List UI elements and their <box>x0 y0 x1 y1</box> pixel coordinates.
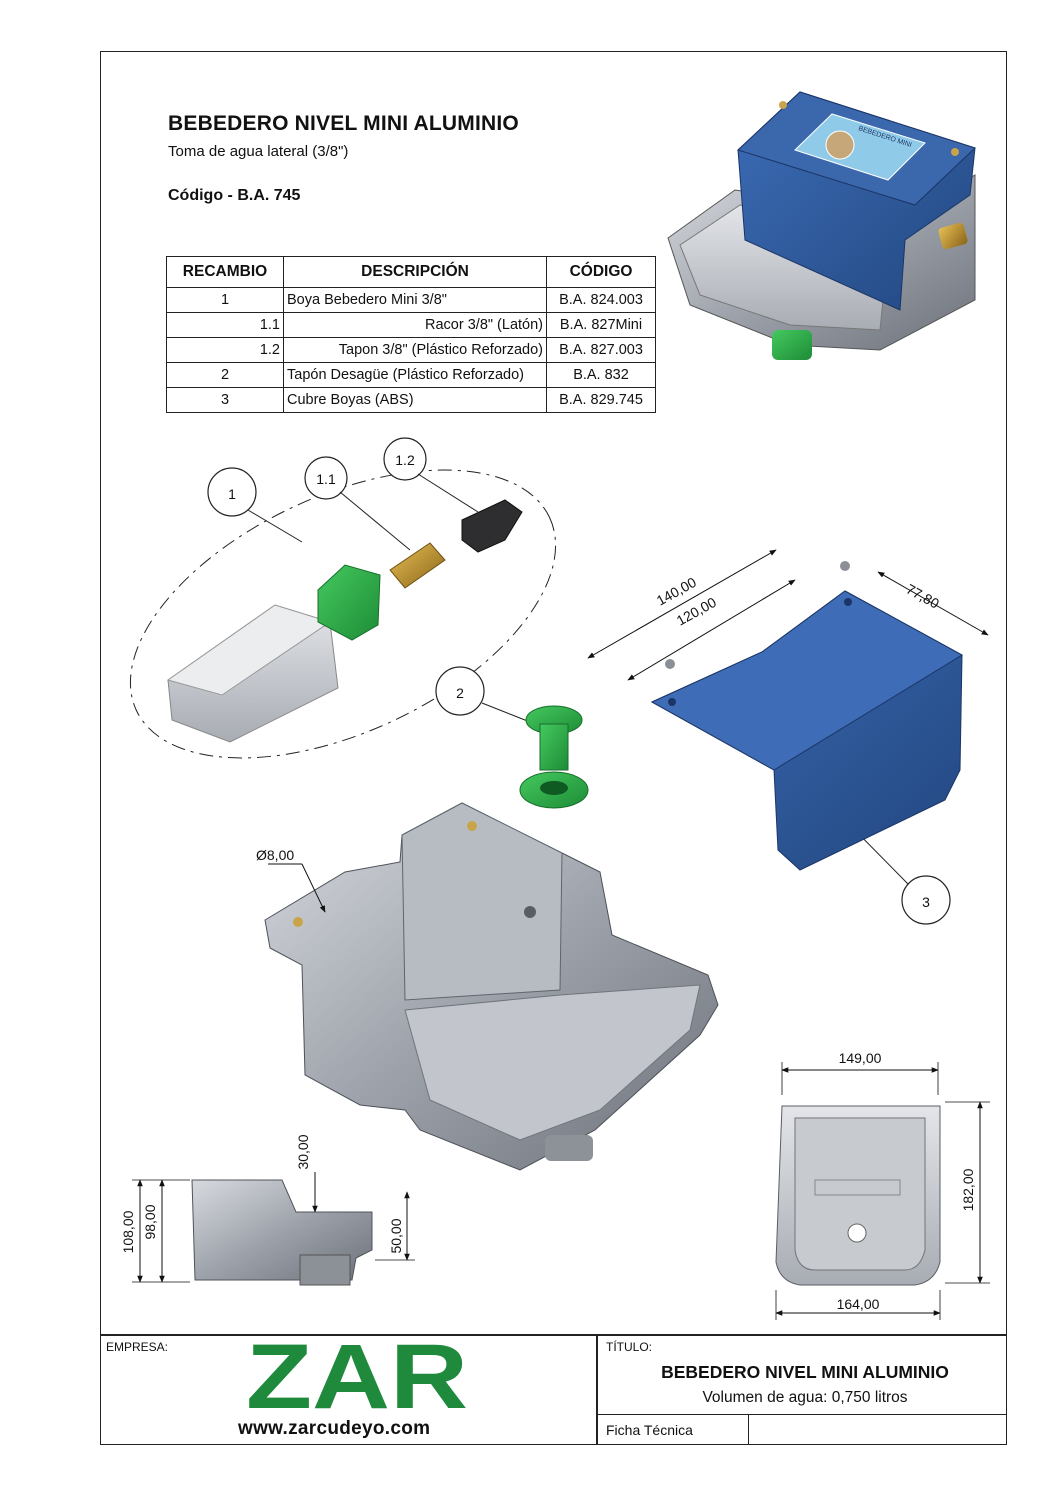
bowl-body-render <box>264 802 719 1171</box>
part-desc: Tapon 3/8" (Plástico Reforzado) <box>283 337 547 363</box>
dim-side-30: 30,00 <box>295 1134 311 1169</box>
hole-diameter-dimension: Ø8,00 <box>256 847 326 913</box>
side-view-render <box>191 1179 373 1286</box>
part-code: B.A. 832 <box>546 362 656 388</box>
document-title: BEBEDERO NIVEL MINI ALUMINIO <box>168 112 519 135</box>
table-row: 2 Tapón Desagüe (Plástico Reforzado) B.A… <box>166 362 656 388</box>
parts-table-header: RECAMBIO DESCRIPCIÓN CÓDIGO <box>166 256 656 288</box>
callout-1-1-label: 1.1 <box>316 471 336 487</box>
col-header-recambio: RECAMBIO <box>166 256 284 288</box>
top-view-dimensions: 149,00 182,00 164,00 <box>775 1050 990 1320</box>
callout-1-2-label: 1.2 <box>395 452 415 468</box>
part-code: B.A. 829.745 <box>546 387 656 413</box>
dim-side-50: 50,00 <box>388 1218 404 1253</box>
col-header-descripcion: DESCRIPCIÓN <box>283 256 547 288</box>
dim-side-108: 108,00 <box>120 1210 136 1253</box>
part-code: B.A. 827Mini <box>546 312 656 338</box>
document-subtitle: Toma de agua lateral (3/8") <box>168 143 349 160</box>
product-render-assembled: BEBEDERO MINI <box>667 91 976 360</box>
callout-1-2: 1.2 <box>383 437 479 513</box>
empresa-label: EMPRESA: <box>106 1340 169 1354</box>
drain-plug-part-2 <box>519 705 589 809</box>
table-row: 1.2 Tapon 3/8" (Plástico Reforzado) B.A.… <box>166 337 656 363</box>
part-desc: Boya Bebedero Mini 3/8" <box>283 287 547 313</box>
footer-row-rule <box>596 1414 1007 1416</box>
part-ref: 1 <box>166 287 284 313</box>
part-code: B.A. 827.003 <box>546 337 656 363</box>
float-green-part <box>317 564 381 641</box>
part-desc: Tapón Desagüe (Plástico Reforzado) <box>283 362 547 388</box>
callout-2-label: 2 <box>456 685 464 701</box>
part-ref: 1.1 <box>166 312 284 338</box>
part-ref: 3 <box>166 387 284 413</box>
float-part-1 <box>166 604 339 743</box>
footer-title: BEBEDERO NIVEL MINI ALUMINIO <box>661 1362 949 1382</box>
footer-divider <box>596 1334 598 1445</box>
dim-depth: 182,00 <box>960 1168 976 1211</box>
parts-table: RECAMBIO DESCRIPCIÓN CÓDIGO 1 Boya Bebed… <box>166 256 656 413</box>
dim-top-width: 149,00 <box>839 1050 882 1066</box>
callout-3-label: 3 <box>922 894 930 910</box>
zar-logo-text: ZAR <box>246 1338 468 1412</box>
table-row: 1 Boya Bebedero Mini 3/8" B.A. 824.003 <box>166 287 656 313</box>
website-link[interactable]: www.zarcudeyo.com <box>238 1418 431 1439</box>
footer-cell-divider <box>748 1414 750 1445</box>
dim-cover-hole-spacing: 120,00 <box>674 594 719 629</box>
table-row: 3 Cubre Boyas (ABS) B.A. 829.745 <box>166 387 656 413</box>
top-view-render <box>775 1105 941 1286</box>
product-code: Código - B.A. 745 <box>168 187 301 204</box>
callout-1-label: 1 <box>228 486 236 502</box>
assembly-group-ellipse <box>129 469 557 759</box>
dim-bottom-width: 164,00 <box>837 1296 880 1312</box>
footer-top-rule <box>100 1334 1007 1336</box>
side-view-dimensions: 108,00 98,00 30,00 50,00 <box>120 1134 415 1283</box>
callout-1: 1 <box>207 467 303 543</box>
callout-3: 3 <box>842 817 951 925</box>
part-code: B.A. 824.003 <box>546 287 656 313</box>
dim-cover-width: 77,80 <box>904 581 943 612</box>
dim-hole-diameter: Ø8,00 <box>256 847 294 863</box>
titulo-label: TÍTULO: <box>606 1340 653 1354</box>
black-plug-part-1-2 <box>461 499 523 553</box>
col-header-codigo: CÓDIGO <box>546 256 656 288</box>
brass-fitting-part-1-1 <box>389 542 446 589</box>
part-desc: Cubre Boyas (ABS) <box>283 387 547 413</box>
drawing-sheet-border <box>100 51 1007 1445</box>
zar-logo: ZAR <box>246 1338 468 1412</box>
callout-1-1: 1.1 <box>304 456 411 551</box>
doc-type-label: Ficha Técnica <box>606 1422 693 1438</box>
table-row: 1.1 Racor 3/8" (Latón) B.A. 827Mini <box>166 312 656 338</box>
footer-volume: Volumen de agua: 0,750 litros <box>702 1389 908 1406</box>
callout-2: 2 <box>435 666 531 723</box>
dim-side-98: 98,00 <box>142 1204 158 1239</box>
